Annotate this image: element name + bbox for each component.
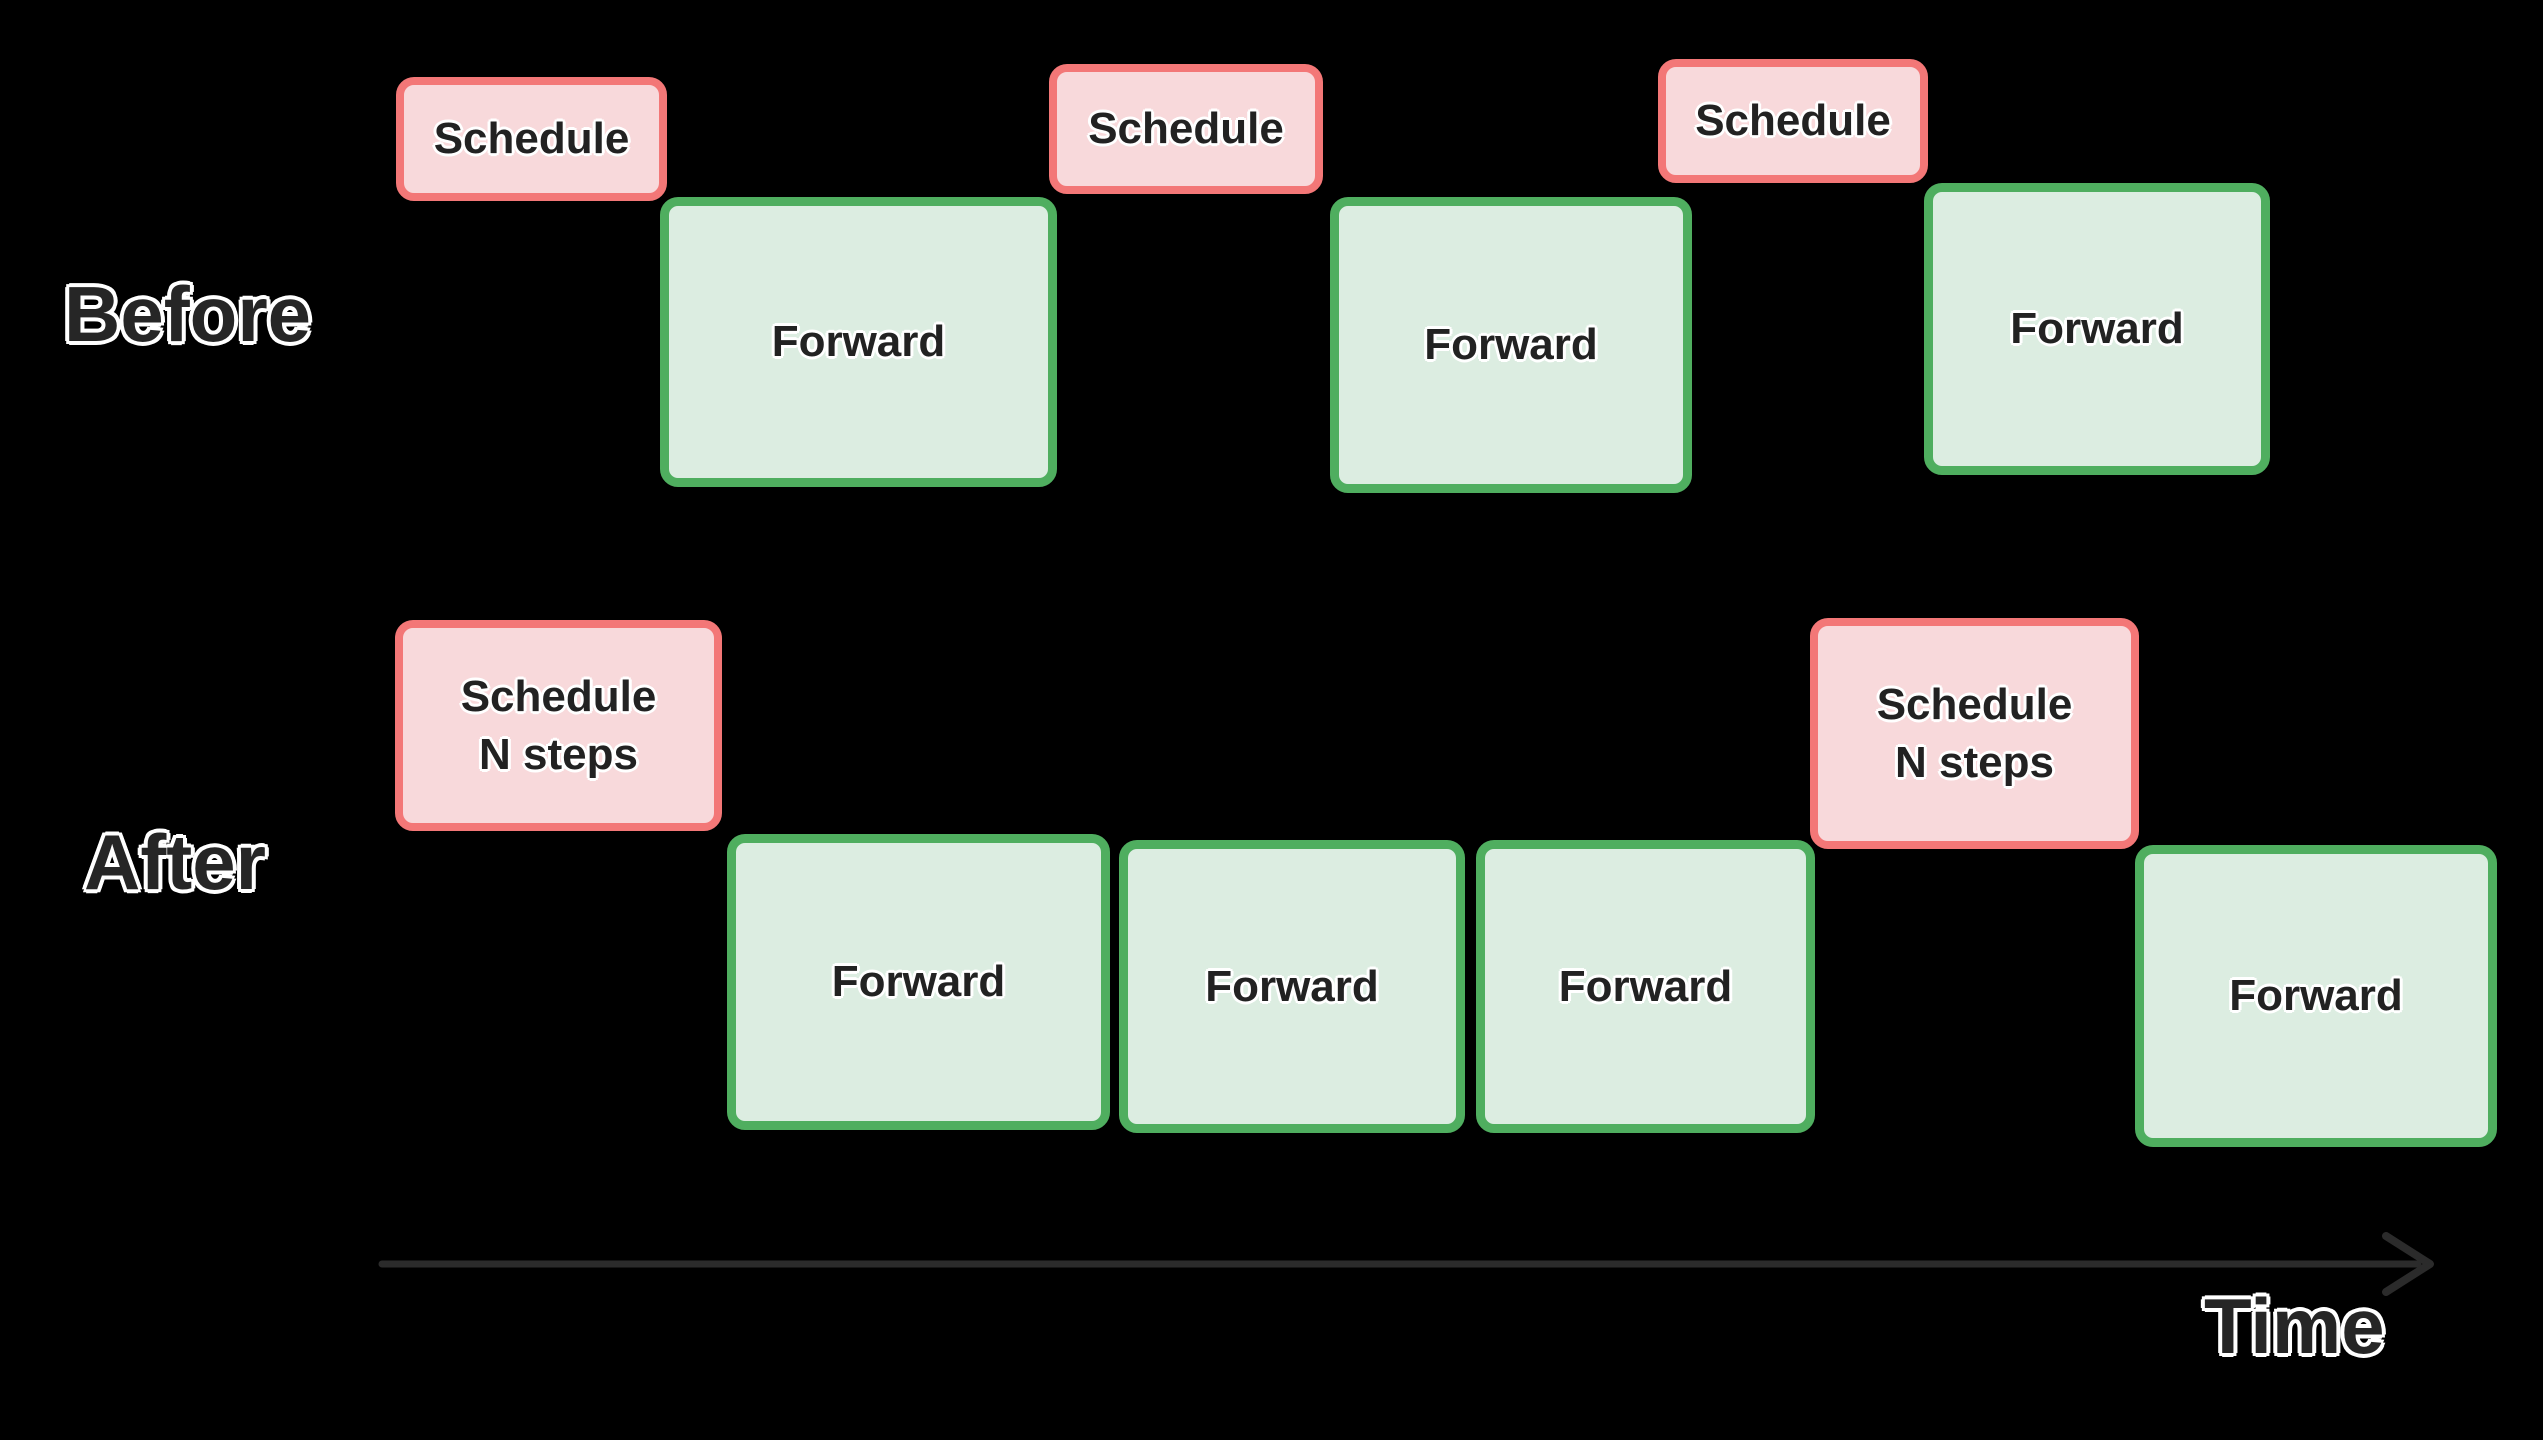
forward-box-after-3: Forward bbox=[1476, 840, 1815, 1133]
schedule-box-before-3-label: Schedule bbox=[1695, 96, 1891, 146]
schedule-box-before-3: Schedule bbox=[1658, 59, 1928, 183]
schedule-box-before-1-label: Schedule bbox=[433, 114, 630, 164]
forward-box-before-1: Forward bbox=[660, 197, 1057, 487]
forward-box-after-2-label: Forward bbox=[1205, 961, 1379, 1011]
forward-box-after-1-label: Forward bbox=[831, 957, 1006, 1007]
after-row-label: After bbox=[84, 818, 267, 906]
forward-box-before-2-label: Forward bbox=[1424, 320, 1598, 370]
forward-box-before-3-label: Forward bbox=[2010, 304, 2184, 354]
forward-box-after-4-label: Forward bbox=[2229, 971, 2403, 1021]
schedule-n-steps-box-after-1-line1: Schedule bbox=[460, 672, 657, 722]
forward-box-before-3: Forward bbox=[1924, 183, 2270, 475]
schedule-n-steps-box-after-2: Schedule N steps bbox=[1810, 618, 2139, 849]
time-axis-arrow bbox=[378, 1232, 2434, 1296]
schedule-box-before-2-label: Schedule bbox=[1088, 104, 1284, 154]
schedule-box-before-1: Schedule bbox=[396, 77, 667, 201]
forward-box-after-4: Forward bbox=[2135, 845, 2497, 1147]
schedule-n-steps-box-after-1-line2: N steps bbox=[479, 729, 638, 779]
forward-box-before-1-label: Forward bbox=[771, 317, 946, 367]
time-axis-label: Time bbox=[2204, 1282, 2385, 1370]
schedule-n-steps-box-after-2-line2: N steps bbox=[1895, 737, 2054, 787]
forward-box-before-2: Forward bbox=[1330, 197, 1692, 493]
forward-box-after-1: Forward bbox=[727, 834, 1110, 1130]
forward-box-after-2: Forward bbox=[1119, 840, 1465, 1133]
schedule-n-steps-box-after-2-line1: Schedule bbox=[1876, 680, 2073, 730]
schedule-box-before-2: Schedule bbox=[1049, 64, 1323, 194]
forward-box-after-3-label: Forward bbox=[1558, 961, 1733, 1011]
arrowhead-icon bbox=[2382, 1232, 2434, 1296]
before-row-label: Before bbox=[64, 270, 312, 358]
schedule-n-steps-box-after-1: Schedule N steps bbox=[395, 620, 722, 831]
